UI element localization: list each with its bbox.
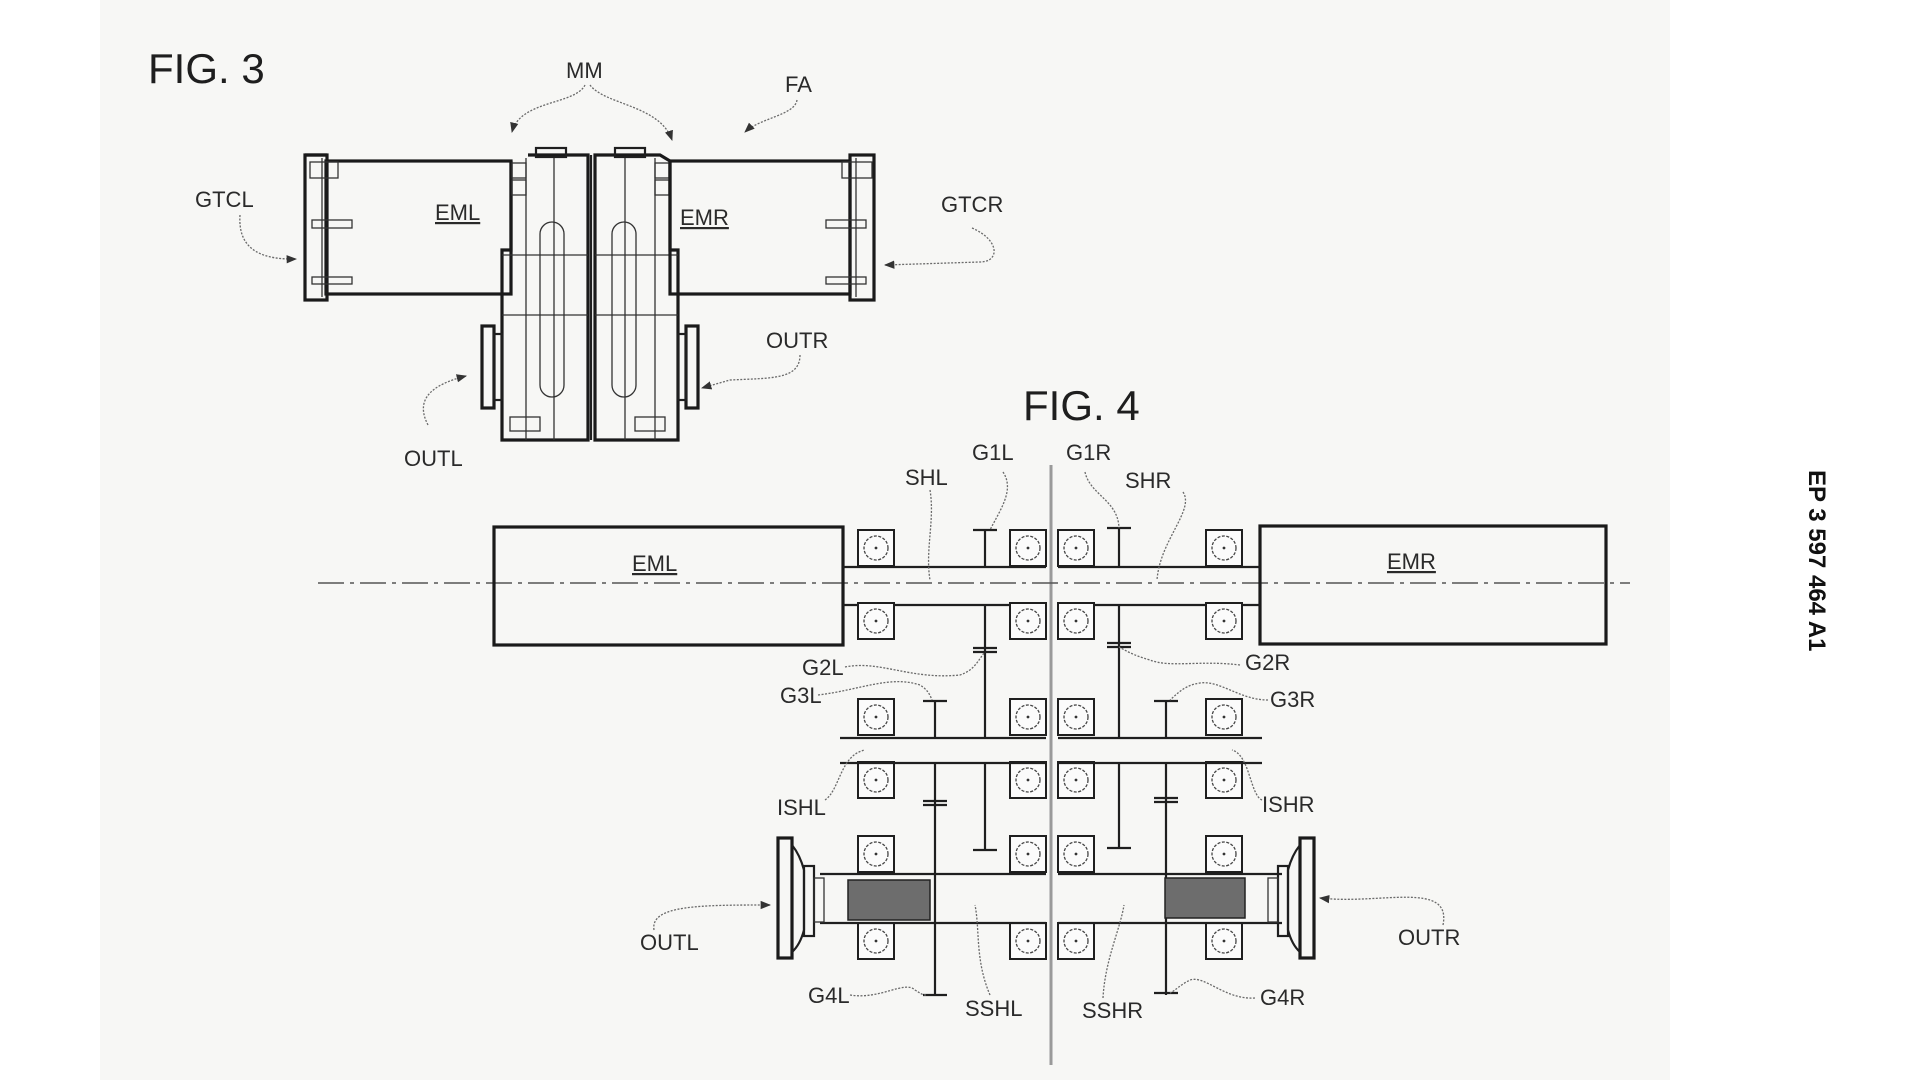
fig3-label-outr: OUTR bbox=[766, 328, 828, 353]
fig4-gear-g3l bbox=[923, 699, 947, 995]
fig3-label-gtcr: GTCR bbox=[941, 192, 1003, 217]
fig4: FIG. 4 EML EMR bbox=[318, 382, 1630, 1065]
fig4-leader-sshr bbox=[1102, 904, 1125, 999]
fig4-leader-g4r bbox=[1169, 978, 1256, 999]
fig4-gear-g2l bbox=[973, 605, 997, 738]
fig4-label-g2r: G2R bbox=[1245, 650, 1290, 675]
fig4-gear-g1l bbox=[973, 528, 997, 567]
fig4-motor-emr bbox=[1258, 524, 1608, 646]
fig3-gearbox bbox=[480, 146, 700, 442]
fig4-output-flange-outr bbox=[1267, 836, 1316, 960]
fig4-label-eml: EML bbox=[632, 551, 677, 576]
fig4-leader-g4l bbox=[849, 986, 927, 997]
fig4-output-flange-outl bbox=[776, 836, 825, 960]
fig4-label-sshl: SSHL bbox=[965, 996, 1022, 1021]
fig3-leader-mm-right bbox=[589, 84, 673, 141]
fig4-label-g2l: G2L bbox=[802, 655, 844, 680]
fig4-title: FIG. 4 bbox=[1023, 382, 1140, 429]
fig4-shaft-shr bbox=[1058, 565, 1260, 607]
fig4-shaft-shl bbox=[843, 565, 1046, 607]
fig3-label-mm: MM bbox=[566, 58, 603, 83]
fig4-leader-g2l bbox=[844, 651, 986, 677]
fig4-leader-outr bbox=[1318, 894, 1445, 926]
fig4-label-ishr: ISHR bbox=[1262, 792, 1315, 817]
fig4-label-sshr: SSHR bbox=[1082, 998, 1143, 1023]
fig4-leader-ishl bbox=[824, 749, 866, 801]
fig4-leader-outl bbox=[653, 900, 772, 931]
fig4-label-outr: OUTR bbox=[1398, 925, 1460, 950]
fig4-label-g3r: G3R bbox=[1270, 687, 1315, 712]
fig4-leader-g3l bbox=[817, 681, 933, 701]
fig3-label-gtcl: GTCL bbox=[195, 187, 254, 212]
fig4-label-emr: EMR bbox=[1387, 549, 1436, 574]
fig3-leader-gtcr bbox=[883, 227, 995, 269]
fig4-motor-eml bbox=[492, 525, 845, 647]
fig4-intermediate-shaft-ishr bbox=[1058, 736, 1262, 765]
fig3-leader-mm-left bbox=[510, 84, 586, 134]
fig4-leader-g1r bbox=[1084, 471, 1120, 529]
fig4-leader-shl bbox=[927, 489, 933, 581]
fig4-leader-shr bbox=[1156, 491, 1187, 581]
fig4-label-g4l: G4L bbox=[808, 983, 850, 1008]
fig3-leader-fa bbox=[744, 99, 798, 133]
fig3-label-outl: OUTL bbox=[404, 446, 463, 471]
fig4-clutch-right bbox=[1164, 877, 1246, 919]
fig4-label-ishl: ISHL bbox=[777, 795, 826, 820]
fig3-label-eml: EML bbox=[435, 200, 480, 225]
fig4-label-shl: SHL bbox=[905, 465, 948, 490]
fig3: FIG. 3 GTCL EML bbox=[148, 45, 1003, 471]
fig4-label-g3l: G3L bbox=[780, 683, 822, 708]
fig3-leader-outl bbox=[422, 374, 468, 426]
fig3-motor-eml bbox=[303, 153, 513, 302]
fig4-label-g4r: G4R bbox=[1260, 985, 1305, 1010]
fig4-gear-g3r bbox=[1154, 699, 1178, 995]
fig3-label-fa: FA bbox=[785, 72, 812, 97]
fig4-label-outl: OUTL bbox=[640, 930, 699, 955]
fig4-clutch-left bbox=[847, 879, 931, 921]
fig3-leader-outr bbox=[701, 354, 801, 390]
fig4-gear-g2r bbox=[1107, 605, 1131, 738]
fig4-leader-ishr bbox=[1231, 749, 1263, 801]
fig4-label-g1l: G1L bbox=[972, 440, 1014, 465]
fig3-leader-gtcl bbox=[239, 214, 298, 264]
fig4-leader-sshl bbox=[974, 904, 991, 996]
fig4-leader-g3r bbox=[1169, 682, 1269, 701]
fig3-title: FIG. 3 bbox=[148, 45, 265, 92]
fig4-output-shaft-sshl bbox=[820, 872, 1046, 925]
fig4-label-g1r: G1R bbox=[1066, 440, 1111, 465]
fig4-leader-g2r bbox=[1118, 646, 1241, 666]
fig4-gear-g1r bbox=[1107, 526, 1131, 567]
fig4-output-shaft-sshr bbox=[1058, 872, 1282, 925]
fig3-label-emr: EMR bbox=[680, 205, 729, 230]
fig3-motor-emr bbox=[668, 153, 876, 302]
fig4-intermediate-shaft-ishl bbox=[840, 736, 1046, 765]
fig4-leader-g1l bbox=[989, 471, 1009, 531]
fig4-label-shr: SHR bbox=[1125, 468, 1171, 493]
publication-number: EP 3 597 464 A1 bbox=[1803, 470, 1830, 652]
